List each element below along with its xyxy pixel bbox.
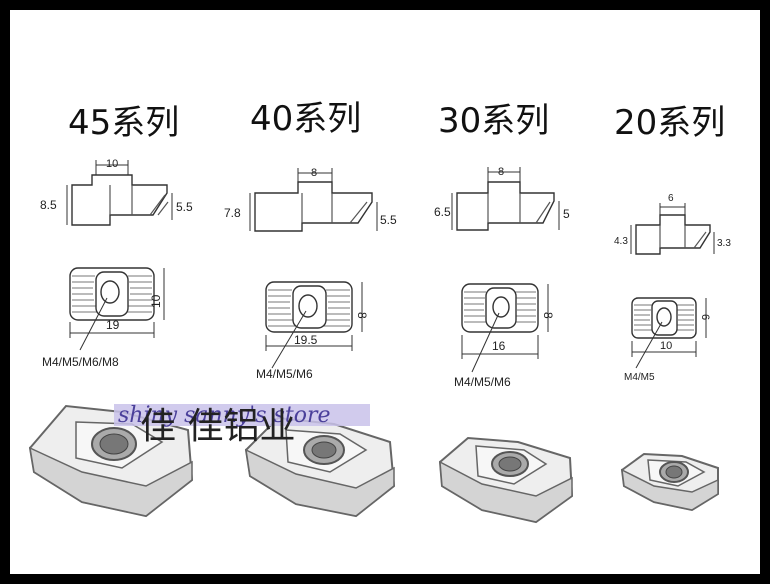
store-watermark: shiny sanny's store 佳 佳铝业 bbox=[114, 403, 370, 447]
series-40-height: 7.8 bbox=[224, 206, 241, 220]
series-30-top-view: 16 8 M4/M5/M6 bbox=[454, 283, 555, 389]
series-40-title: 40系列 bbox=[250, 99, 361, 139]
series-30-iso-nut bbox=[438, 436, 574, 524]
watermark-chinese: 佳 佳铝业 bbox=[140, 406, 295, 447]
series-45-iso-nut bbox=[28, 404, 194, 518]
series-30-height: 6.5 bbox=[434, 205, 451, 219]
series-45-side: 10 bbox=[149, 294, 163, 308]
series-45-threads: M4/M5/M6/M8 bbox=[42, 355, 119, 369]
series-30-title: 30系列 bbox=[438, 101, 549, 141]
series-20-height: 4.3 bbox=[614, 236, 628, 247]
series-40-side: 8 bbox=[355, 312, 369, 319]
series-40-length: 19.5 bbox=[294, 333, 318, 347]
series-40-lip: 5.5 bbox=[380, 213, 397, 227]
watermark-latin: shiny sanny's store bbox=[118, 403, 331, 428]
series-30-side: 8 bbox=[541, 312, 555, 319]
series-20-lip: 3.3 bbox=[717, 238, 731, 249]
series-40-top-width: 8 bbox=[311, 167, 317, 179]
series-45-top-width: 10 bbox=[106, 158, 118, 170]
series-30-threads: M4/M5/M6 bbox=[454, 375, 511, 389]
series-20-threads: M4/M5 bbox=[624, 372, 655, 383]
series-45-title: 45系列 bbox=[68, 103, 179, 143]
series-40-threads: M4/M5/M6 bbox=[256, 367, 313, 381]
series-20-top-view: 10 6 M4/M5 bbox=[624, 297, 711, 383]
tnut-diagram: 45系列 40系列 30系列 20系列 10 8.5 5.5 bbox=[28, 99, 731, 524]
series-45-lip: 5.5 bbox=[176, 200, 193, 214]
series-40-top-view: 19.5 8 M4/M5/M6 bbox=[256, 281, 369, 381]
series-20-side: 6 bbox=[699, 314, 711, 320]
series-30-profile: 8 6.5 5 bbox=[434, 166, 570, 231]
series-30-length: 16 bbox=[492, 339, 506, 353]
series-40-profile: 8 7.8 5.5 bbox=[224, 167, 397, 232]
series-20-profile: 6 4.3 3.3 bbox=[614, 193, 731, 255]
series-30-top-width: 8 bbox=[498, 166, 504, 178]
series-20-iso-nut bbox=[620, 452, 719, 512]
series-30-lip: 5 bbox=[563, 207, 570, 221]
series-20-length: 10 bbox=[660, 340, 672, 352]
diagram-frame: 45系列 40系列 30系列 20系列 10 8.5 5.5 bbox=[10, 10, 760, 574]
series-45-top-view: 19 10 M4/M5/M6/M8 bbox=[42, 267, 165, 369]
series-45-length: 19 bbox=[106, 318, 120, 332]
series-45-height: 8.5 bbox=[40, 198, 57, 212]
series-45-profile: 10 8.5 5.5 bbox=[40, 158, 193, 226]
series-20-title: 20系列 bbox=[614, 103, 725, 143]
series-20-top-width: 6 bbox=[668, 193, 674, 204]
